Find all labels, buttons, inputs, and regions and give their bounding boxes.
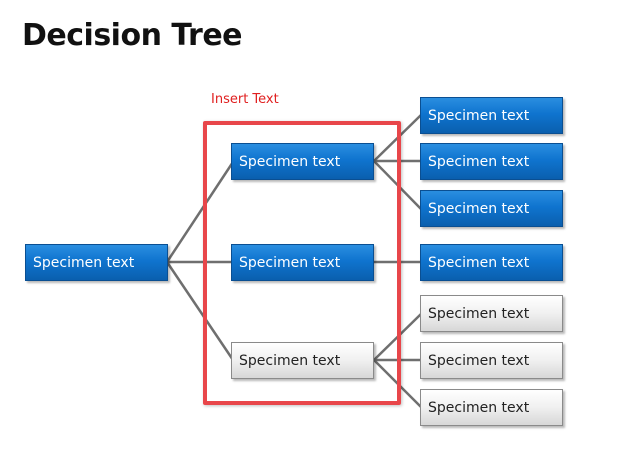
callout-label: Insert Text xyxy=(211,92,279,107)
node-leaf-5[interactable]: Specimen text xyxy=(420,295,563,332)
node-leaf-4[interactable]: Specimen text xyxy=(420,244,563,281)
slide-title: Decision Tree xyxy=(22,18,243,53)
node-leaf-2[interactable]: Specimen text xyxy=(420,143,563,180)
node-leaf-1[interactable]: Specimen text xyxy=(420,97,563,134)
node-leaf-3[interactable]: Specimen text xyxy=(420,190,563,227)
highlight-frame xyxy=(203,121,401,405)
node-leaf-6[interactable]: Specimen text xyxy=(420,342,563,379)
node-mid-middle[interactable]: Specimen text xyxy=(231,244,374,281)
node-root[interactable]: Specimen text xyxy=(25,244,168,281)
connector-root-mid-top xyxy=(165,160,235,264)
node-mid-top[interactable]: Specimen text xyxy=(231,143,374,180)
connector-root-mid-bottom xyxy=(165,260,235,362)
node-mid-bottom[interactable]: Specimen text xyxy=(231,342,374,379)
node-leaf-7[interactable]: Specimen text xyxy=(420,389,563,426)
